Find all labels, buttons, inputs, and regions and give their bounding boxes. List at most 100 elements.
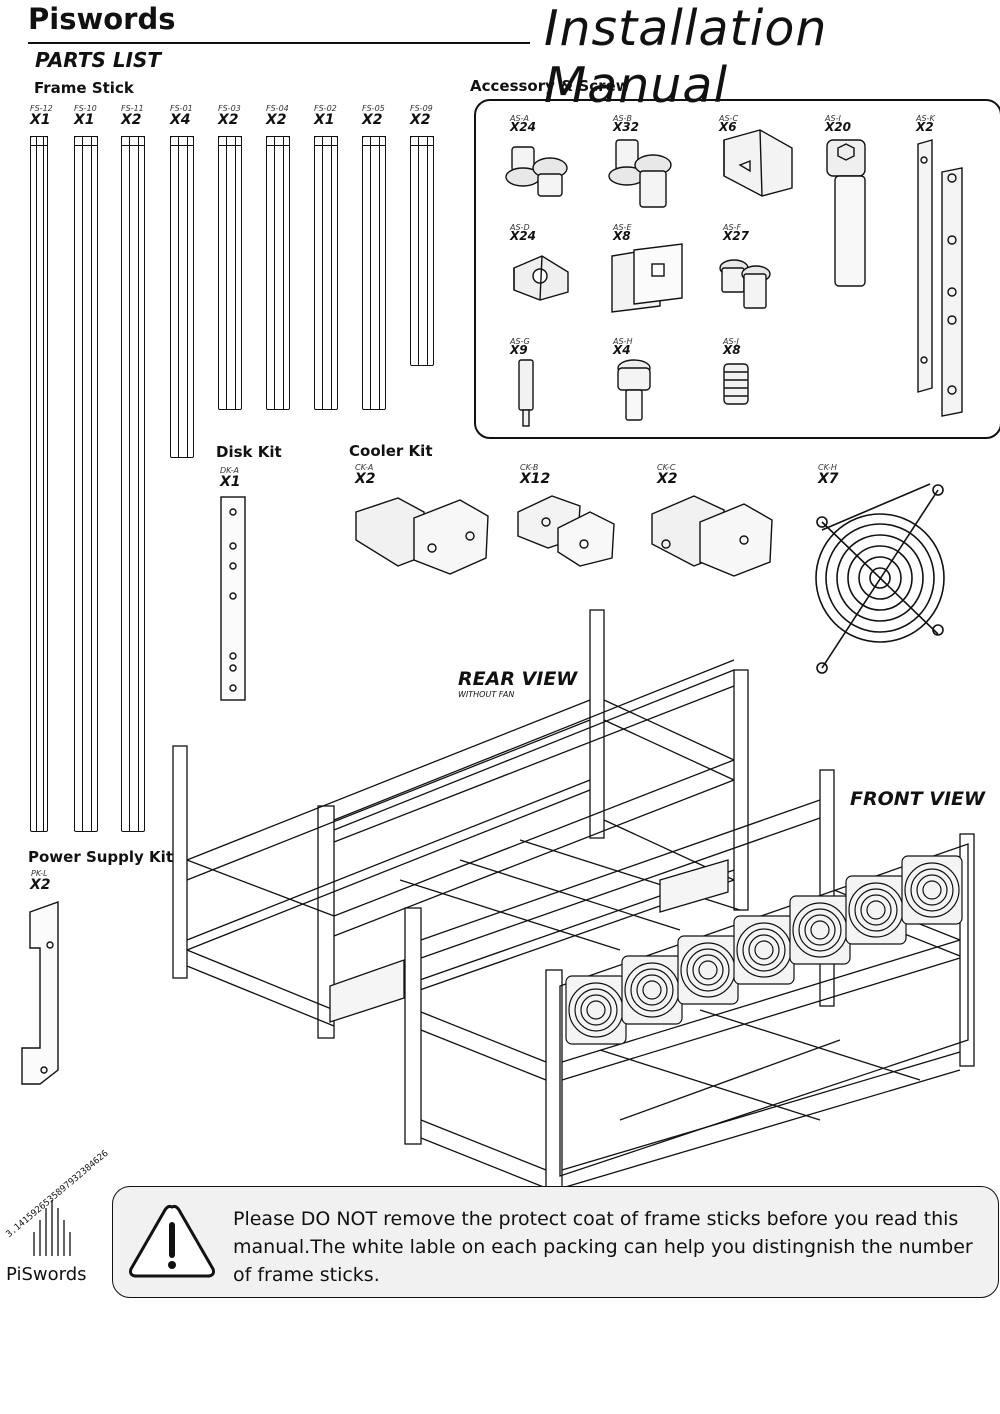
cooler-kit-code: CK-C bbox=[657, 463, 676, 472]
front-view-label: FRONT VIEW bbox=[850, 788, 985, 810]
accessory-code: AS-E bbox=[613, 223, 632, 232]
frame-stick-drawing bbox=[170, 136, 194, 458]
fan-icon bbox=[845, 875, 907, 945]
parts-list-heading: PARTS LIST bbox=[35, 48, 162, 72]
frame-stick-drawing bbox=[30, 136, 48, 832]
cooler-bracket-a-icon bbox=[355, 497, 489, 575]
cooler-kit-code: CK-B bbox=[520, 463, 539, 472]
frame-stick-code: FS-03 bbox=[218, 104, 241, 113]
frame-stick-heading: Frame Stick bbox=[34, 79, 134, 97]
accessory-qty: X32 bbox=[613, 120, 639, 134]
logo-wordmark: PiSwords bbox=[6, 1264, 87, 1285]
frame-stick-qty: X2 bbox=[362, 112, 383, 128]
rear-view-label: REAR VIEW bbox=[458, 668, 578, 690]
warning-triangle-icon bbox=[129, 1204, 215, 1278]
rail-strip-icon bbox=[917, 139, 963, 417]
accessory-qty: X24 bbox=[510, 120, 536, 134]
cooler-kit-qty: X2 bbox=[355, 471, 376, 487]
accessory-code: AS-J bbox=[723, 337, 739, 346]
accessory-qty: X24 bbox=[510, 229, 536, 243]
frame-stick-code: FS-02 bbox=[314, 104, 337, 113]
accessory-code: AS-B bbox=[613, 114, 632, 123]
disk-kit-qty: X1 bbox=[220, 474, 241, 490]
frame-stick-code: FS-12 bbox=[30, 104, 53, 113]
socket-screw-icon bbox=[719, 259, 771, 309]
frame-stick-drawing bbox=[314, 136, 338, 410]
power-supply-code: PK-L bbox=[31, 869, 48, 878]
cooler-kit-qty: X2 bbox=[657, 471, 678, 487]
accessory-qty: X8 bbox=[723, 343, 741, 357]
page-title: Installation Manual bbox=[544, 0, 828, 114]
fan-grill-icon bbox=[815, 483, 945, 674]
header-rule bbox=[28, 42, 530, 44]
frame-stick-code: FS-01 bbox=[170, 104, 193, 113]
accessory-qty: X20 bbox=[825, 120, 851, 134]
accessory-qty: X4 bbox=[613, 343, 631, 357]
cooler-kit-qty: X12 bbox=[520, 471, 551, 487]
frame-stick-qty: X2 bbox=[410, 112, 431, 128]
front-fan-row bbox=[565, 855, 963, 1045]
fan-icon bbox=[621, 955, 683, 1025]
brand-name: Piswords bbox=[28, 2, 176, 36]
cooler-kit-code: CK-A bbox=[355, 463, 374, 472]
piswords-logo-icon: 3.1415926535897932384626 bbox=[4, 1149, 111, 1256]
fan-icon bbox=[565, 975, 627, 1045]
cooler-kit-code: CK-H bbox=[818, 463, 837, 472]
frame-stick-code: FS-11 bbox=[121, 104, 144, 113]
accessory-code: AS-C bbox=[719, 114, 739, 123]
fan-icon bbox=[789, 895, 851, 965]
warning-panel: Please DO NOT remove the protect coat of… bbox=[112, 1186, 999, 1298]
frame-stick-qty: X2 bbox=[121, 112, 142, 128]
long-bolt-icon bbox=[826, 139, 866, 287]
accessory-qty: X9 bbox=[510, 343, 528, 357]
power-bracket-icon bbox=[21, 901, 59, 1085]
tnut-icon bbox=[513, 255, 569, 301]
button-screw-large-icon bbox=[608, 139, 672, 208]
accessory-qty: X6 bbox=[719, 120, 737, 134]
accessory-qty: X2 bbox=[916, 120, 934, 134]
frame-stick-code: FS-04 bbox=[266, 104, 289, 113]
accessory-qty: X27 bbox=[723, 229, 749, 243]
frame-stick-qty: X1 bbox=[30, 112, 51, 128]
frame-stick-drawing bbox=[74, 136, 98, 832]
square-plate-icon bbox=[611, 243, 683, 313]
frame-stick-qty: X1 bbox=[74, 112, 95, 128]
accessory-code: AS-D bbox=[510, 223, 530, 232]
frame-stick-drawing bbox=[362, 136, 386, 410]
accessory-code: AS-G bbox=[510, 337, 530, 346]
frame-stick-qty: X4 bbox=[170, 112, 191, 128]
disk-bracket-icon bbox=[220, 496, 246, 701]
frame-stick-drawing bbox=[266, 136, 290, 410]
frame-stick-qty: X2 bbox=[266, 112, 287, 128]
frame-stick-qty: X1 bbox=[314, 112, 335, 128]
frame-stick-qty: X2 bbox=[218, 112, 239, 128]
cooler-bracket-c-icon bbox=[651, 495, 773, 577]
frame-stick-code: FS-10 bbox=[74, 104, 97, 113]
standoff-icon bbox=[518, 359, 534, 427]
power-supply-heading: Power Supply Kit bbox=[28, 848, 173, 866]
rear-view-frame bbox=[172, 609, 749, 1039]
rear-view-sublabel: WITHOUT FAN bbox=[458, 690, 515, 699]
frame-stick-drawing bbox=[410, 136, 434, 366]
fan-icon bbox=[901, 855, 963, 925]
frame-stick-code: FS-09 bbox=[410, 104, 433, 113]
fan-icon bbox=[677, 935, 739, 1005]
cooler-kit-qty: X7 bbox=[818, 471, 839, 487]
disk-kit-heading: Disk Kit bbox=[216, 443, 282, 461]
warning-text: Please DO NOT remove the protect coat of… bbox=[233, 1208, 973, 1286]
accessory-code: AS-H bbox=[613, 337, 633, 346]
accessory-panel bbox=[474, 99, 1000, 439]
accessory-code: AS-I bbox=[825, 114, 841, 123]
set-screw-icon bbox=[723, 363, 749, 405]
power-supply-qty: X2 bbox=[30, 877, 51, 893]
accessory-code: AS-F bbox=[723, 223, 742, 232]
frame-stick-code: FS-05 bbox=[362, 104, 385, 113]
fan-icon bbox=[733, 915, 795, 985]
accessory-code: AS-A bbox=[510, 114, 529, 123]
accessory-qty: X8 bbox=[613, 229, 631, 243]
accessory-heading: Accessory & Screw bbox=[470, 77, 630, 95]
corner-bracket-icon bbox=[723, 129, 793, 197]
cooler-kit-heading: Cooler Kit bbox=[349, 442, 433, 460]
cooler-clip-icon bbox=[517, 495, 615, 567]
